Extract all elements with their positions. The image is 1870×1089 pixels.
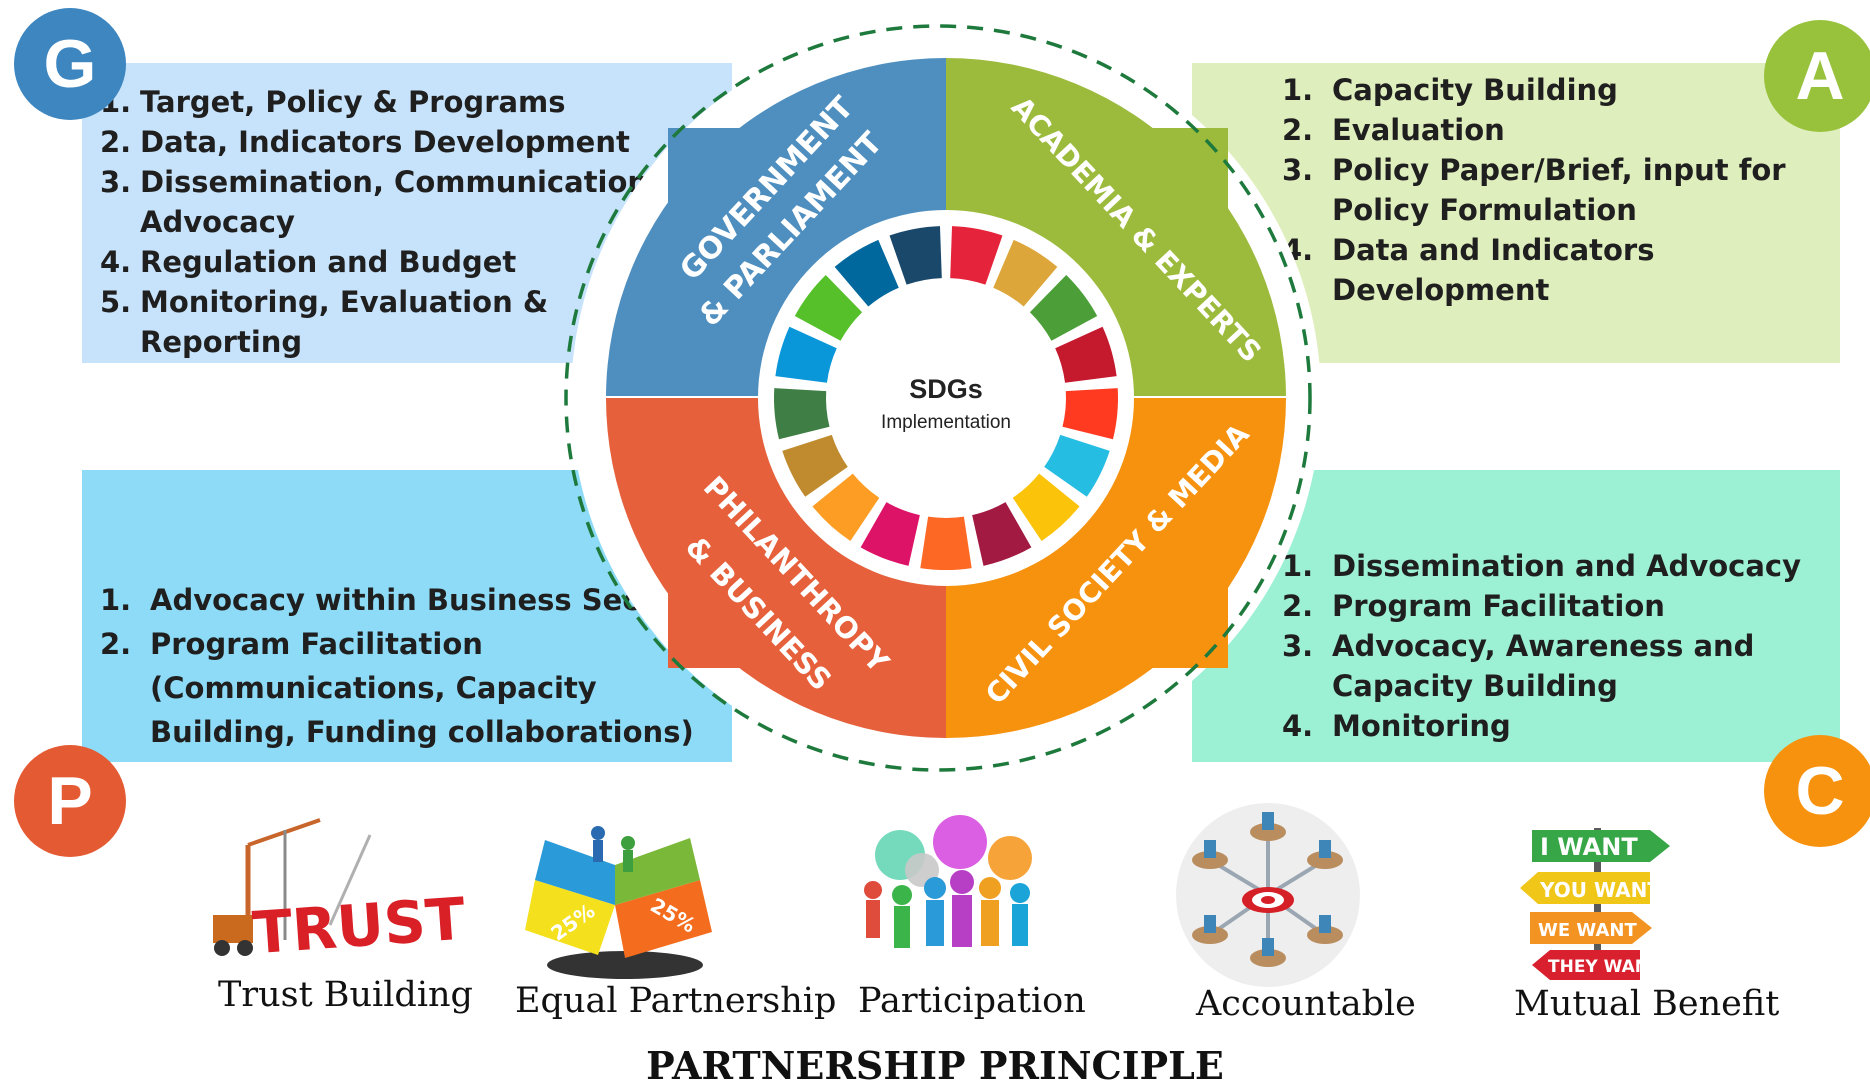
list-item: 2.Program Facilitation (Communications, … — [100, 627, 694, 749]
letter-g-badge: G — [14, 8, 126, 120]
list-item: 2.Data, Indicators Development — [100, 125, 630, 159]
list-item: 5.Monitoring, Evaluation & Reporting — [100, 285, 549, 359]
academia-list: 1.Capacity Building 2.Evaluation 3.Polic… — [1282, 70, 1822, 310]
sdg-segment — [860, 502, 920, 566]
dashed-partnership-circle — [564, 24, 1312, 772]
sdg-segment — [920, 516, 972, 570]
sdg-color-ring — [774, 226, 1118, 570]
sdg-segment — [972, 502, 1032, 566]
sdg-segment — [794, 275, 863, 341]
list-item: 2.Program Facilitation — [1282, 589, 1665, 623]
list-item: 3.Dissemination, Communication and Advoc… — [100, 165, 660, 239]
svg-text:TRUST: TRUST — [250, 885, 467, 968]
letter-p-badge: P — [14, 745, 126, 857]
list-item: 1.Capacity Building — [1282, 73, 1618, 107]
list-item: 2.Evaluation — [1282, 113, 1505, 147]
svg-text:THEY WANT: THEY WANT — [1548, 957, 1661, 977]
list-item: 1.Advocacy within Business Sector — [100, 583, 688, 617]
list-item: 4.Regulation and Budget — [100, 245, 517, 279]
caption-accountable: Accountable — [1196, 984, 1416, 1024]
list-item: 4.Data and Indicators Development — [1282, 233, 1655, 307]
letter-c-badge: C — [1764, 735, 1870, 847]
sdg-segment — [775, 326, 837, 383]
list-item: 4.Monitoring — [1282, 709, 1511, 743]
svg-text:WE WANT: WE WANT — [1538, 920, 1637, 941]
target-network-icon — [1176, 803, 1360, 987]
sdg-segment — [1044, 434, 1110, 497]
people-speech-icon — [864, 815, 1032, 948]
list-item: 3.Policy Paper/Brief, input for Policy F… — [1282, 153, 1786, 227]
sdg-segment — [812, 473, 880, 541]
center-title: SDGs — [909, 374, 983, 404]
sdg-segment — [1055, 326, 1117, 383]
sdg-segment — [1029, 275, 1098, 341]
caption-trust-building: Trust Building — [218, 975, 473, 1015]
svg-text:YOU WANT: YOU WANT — [1539, 878, 1661, 902]
trust-crane-icon: TRUST — [213, 818, 468, 968]
sdg-segment — [782, 434, 848, 497]
caption-equal-partnership: Equal Partnership — [515, 981, 837, 1021]
list-item: 1.Dissemination and Advocacy — [1282, 549, 1801, 583]
sdg-segment — [774, 388, 830, 440]
sdg-segment — [1062, 388, 1118, 440]
caption-participation: Participation — [858, 981, 1086, 1021]
sdg-segment — [950, 226, 1003, 285]
sdg-segment — [834, 239, 899, 307]
puzzle-percent-icon: 25% 25% — [525, 826, 712, 979]
caption-mutual-benefit: Mutual Benefit — [1514, 984, 1780, 1024]
philanthropy-list: 1.Advocacy within Business Sector 2.Prog… — [100, 578, 720, 754]
sdg-segment — [1012, 473, 1080, 541]
list-item: 3.Advocacy, Awareness and Capacity Build… — [1282, 629, 1755, 703]
letter-a-badge: A — [1764, 20, 1870, 132]
civil-society-list: 1.Dissemination and Advocacy 2.Program F… — [1282, 546, 1842, 746]
footer-title: PARTNERSHIP PRINCIPLE — [646, 1043, 1224, 1088]
center-subtitle: Implementation — [881, 412, 1011, 433]
sdg-segment — [993, 239, 1058, 307]
sdg-segment — [889, 226, 942, 285]
want-signpost-icon: I WANT YOU WANT WE WANT THEY WANT — [1520, 828, 1670, 980]
svg-text:I WANT: I WANT — [1540, 833, 1638, 861]
